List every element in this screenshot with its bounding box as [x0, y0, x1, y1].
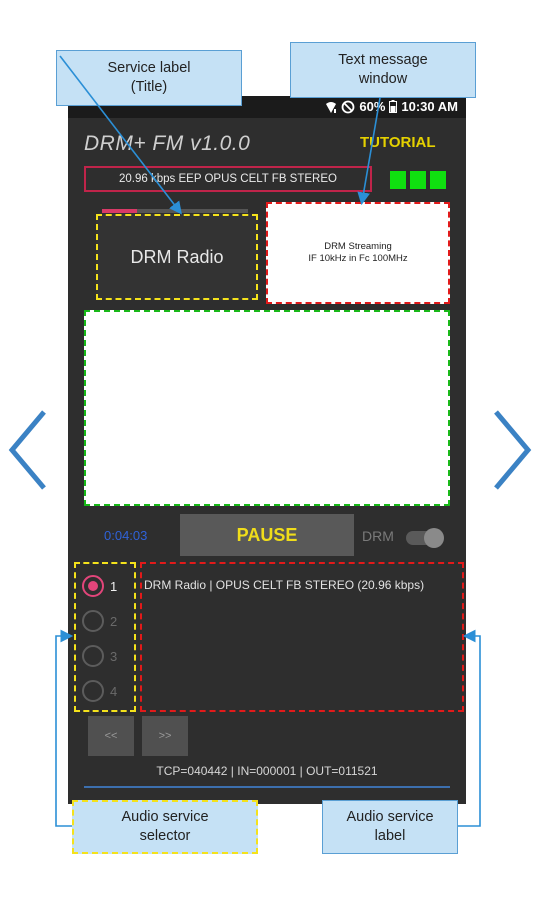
audio-service-radio-1[interactable]: 1: [82, 575, 117, 597]
status-time: 10:30 AM: [401, 99, 458, 114]
signal-square: [430, 171, 446, 189]
stats-readout: TCP=040442 | IN=000001 | OUT=011521: [156, 764, 378, 778]
dnd-icon: [341, 100, 355, 114]
callout-line: label: [374, 828, 406, 844]
radio-button[interactable]: [82, 610, 104, 632]
callout-audio-label: Audio service label: [322, 800, 458, 854]
phone-screen: 60% 10:30 AM DRM+ FM v1.0.0 TUTORIAL 20.…: [68, 96, 466, 804]
callout-audio-selector: Audio service selector: [72, 800, 258, 854]
app-title: DRM+ FM v1.0.0: [84, 132, 251, 155]
signal-indicator: [390, 171, 446, 189]
wifi-icon: [325, 100, 337, 114]
tutorial-link[interactable]: TUTORIAL: [360, 134, 436, 151]
text-message-line: DRM Streaming: [324, 240, 392, 252]
battery-icon: [389, 100, 398, 113]
bottom-divider: [84, 786, 450, 788]
radio-button[interactable]: [82, 680, 104, 702]
service-progress-fill: [102, 209, 138, 213]
slideshow-area: [84, 310, 450, 506]
signal-square: [390, 171, 406, 189]
elapsed-time: 0:04:03: [104, 528, 148, 543]
audio-service-label: DRM Radio | OPUS CELT FB STEREO (20.96 k…: [144, 578, 425, 592]
callout-line: Audio service: [121, 809, 209, 826]
service-progress-bar: [102, 209, 248, 213]
radio-label: 4: [110, 683, 118, 699]
callout-service-label: Service label (Title): [56, 50, 242, 106]
bitrate-info: 20.96 kbps EEP OPUS CELT FB STEREO: [84, 166, 372, 192]
drm-label: DRM: [362, 528, 394, 544]
previous-button[interactable]: <<: [88, 716, 134, 756]
chevron-right-icon[interactable]: [490, 408, 534, 492]
drm-toggle[interactable]: [402, 528, 448, 548]
radio-label: 2: [110, 613, 118, 629]
radio-label: 1: [110, 578, 118, 594]
callout-line: window: [358, 71, 408, 87]
audio-service-radio-3[interactable]: 3: [82, 645, 117, 667]
drm-toggle-thumb: [424, 528, 444, 548]
callout-line: Text message: [338, 52, 428, 69]
radio-button[interactable]: [82, 575, 104, 597]
audio-service-radio-4[interactable]: 4: [82, 680, 117, 702]
callout-line: Service label: [107, 60, 191, 77]
service-label: DRM Radio: [96, 214, 258, 300]
text-message-line: IF 10kHz in Fc 100MHz: [308, 253, 408, 264]
callout-line: Audio service: [346, 809, 434, 826]
audio-service-selector: [74, 562, 136, 712]
battery-percent: 60%: [359, 99, 386, 114]
callout-line: selector: [139, 828, 191, 844]
pause-button[interactable]: PAUSE: [180, 514, 354, 556]
callout-text-message: Text message window: [290, 42, 476, 98]
radio-label: 3: [110, 648, 118, 664]
callout-line: (Title): [130, 79, 168, 95]
chevron-left-icon[interactable]: [6, 408, 50, 492]
audio-service-radio-2[interactable]: 2: [82, 610, 117, 632]
next-button[interactable]: >>: [142, 716, 188, 756]
radio-button[interactable]: [82, 645, 104, 667]
signal-square: [410, 171, 426, 189]
text-message-window: DRM Streaming IF 10kHz in Fc 100MHz: [266, 202, 450, 304]
